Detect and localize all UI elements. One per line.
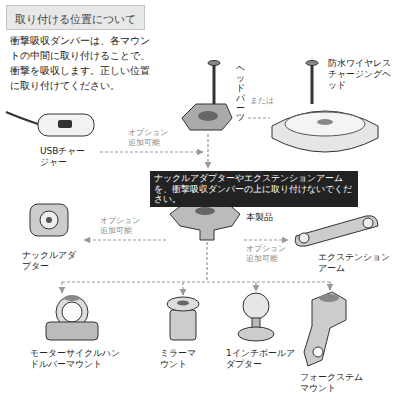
label-text: 1インチボールアダプター	[226, 348, 296, 370]
warning-band: ナックルアダプターやエクステンションアームを、衝撃吸収ダンパーの上に取り付けない…	[150, 171, 358, 207]
label-text: ヘッドパーツ	[236, 64, 245, 123]
usb-charger	[6, 112, 94, 136]
section-heading: 取り付ける位置について	[6, 5, 145, 30]
part-name: エクステンションアーム	[318, 252, 396, 274]
label-text: オプション追加可能	[246, 244, 292, 263]
intro-note: 衝撃吸収ダンパーは、各マウントの中間に取り付けることで、衝撃を吸収します。正しい…	[10, 33, 156, 93]
charging-head-screw	[306, 61, 318, 105]
fork-stem-mount	[304, 292, 346, 366]
wireless-charging-head	[272, 111, 378, 152]
label-text: オプション追加可能	[100, 216, 146, 235]
head-screw	[208, 61, 220, 105]
label-text: 防水ワイヤレスチャージングヘッド	[328, 58, 394, 90]
mirror-mount	[167, 297, 199, 340]
part-name: 防水ワイヤレスチャージングヘッド	[328, 58, 394, 90]
part-name: USBチャージャー	[40, 146, 90, 168]
label-text: モーターサイクルハンドルバーマウント	[30, 348, 124, 370]
heading-text: 取り付ける位置について	[15, 13, 136, 26]
product-label: 本製品	[246, 212, 273, 223]
label-text: USBチャージャー	[40, 146, 90, 168]
option-note: オプション追加可能	[128, 128, 174, 147]
shock-damper	[170, 202, 240, 240]
warning-text: ナックルアダプターやエクステンションアームを、衝撃吸収ダンパーの上に取り付けない…	[154, 173, 354, 205]
label-text: フォークステムマウント	[300, 372, 368, 394]
label-text: 本製品	[246, 212, 273, 223]
label-text: ナックルアダプター	[22, 250, 80, 272]
alternative-note: または	[250, 96, 274, 106]
extension-arm	[295, 216, 378, 247]
handlebar-mount	[46, 295, 98, 340]
label-text: オプション追加可能	[128, 128, 174, 147]
part-name: ミラーマウント	[160, 348, 200, 370]
label-text: または	[250, 96, 274, 106]
head-part	[182, 104, 232, 130]
knuckle-adapter	[30, 204, 68, 236]
label-text: エクステンションアーム	[318, 252, 396, 274]
part-name: フォークステムマウント	[300, 372, 368, 394]
part-name: 1インチボールアダプター	[226, 348, 296, 370]
ball-adapter	[238, 293, 274, 341]
part-name: ヘッドパーツ	[236, 64, 245, 123]
option-note: オプション追加可能	[100, 216, 146, 235]
label-text: ミラーマウント	[160, 348, 200, 370]
label-text: 衝撃吸収ダンパーは、各マウントの中間に取り付けることで、衝撃を吸収します。正しい…	[10, 33, 156, 93]
part-name: モーターサイクルハンドルバーマウント	[30, 348, 124, 370]
option-note: オプション追加可能	[246, 244, 292, 263]
part-name: ナックルアダプター	[22, 250, 80, 272]
